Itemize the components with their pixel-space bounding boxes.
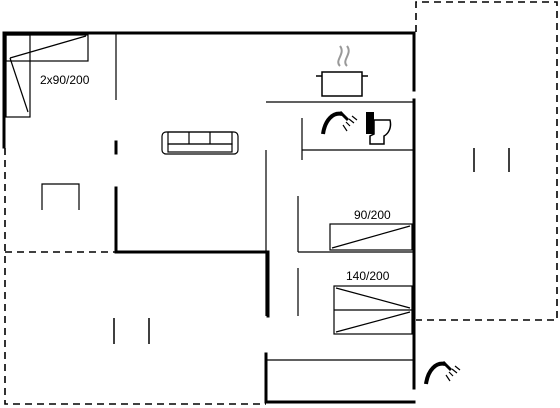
bed-top-left: 2x90/200: [5, 34, 90, 118]
table: [41, 183, 80, 210]
bed-top-left-label: 2x90/200: [40, 73, 90, 87]
right-terrace-outline: [415, 1, 558, 321]
terrace-bench-left: [113, 318, 150, 344]
outdoor-shower-icon: [424, 360, 461, 385]
left-terrace-outline: [4, 148, 266, 405]
cooking-pot-icon: [316, 45, 368, 97]
bed-single: 90/200: [329, 208, 413, 251]
terrace-outlines: [4, 1, 558, 405]
wall-bottom-right: [264, 352, 416, 404]
bed-double: 140/200: [333, 269, 413, 335]
toilet-icon: [366, 112, 392, 145]
terrace-bench-right: [473, 148, 510, 172]
walls: [2, 31, 416, 404]
wall-inner-left: [114, 186, 270, 318]
sofa-icon: [161, 131, 239, 155]
bed-double-label: 140/200: [346, 269, 390, 283]
bed-single-label: 90/200: [354, 208, 391, 222]
partitions: [115, 33, 414, 361]
shower-icon: [321, 110, 358, 135]
